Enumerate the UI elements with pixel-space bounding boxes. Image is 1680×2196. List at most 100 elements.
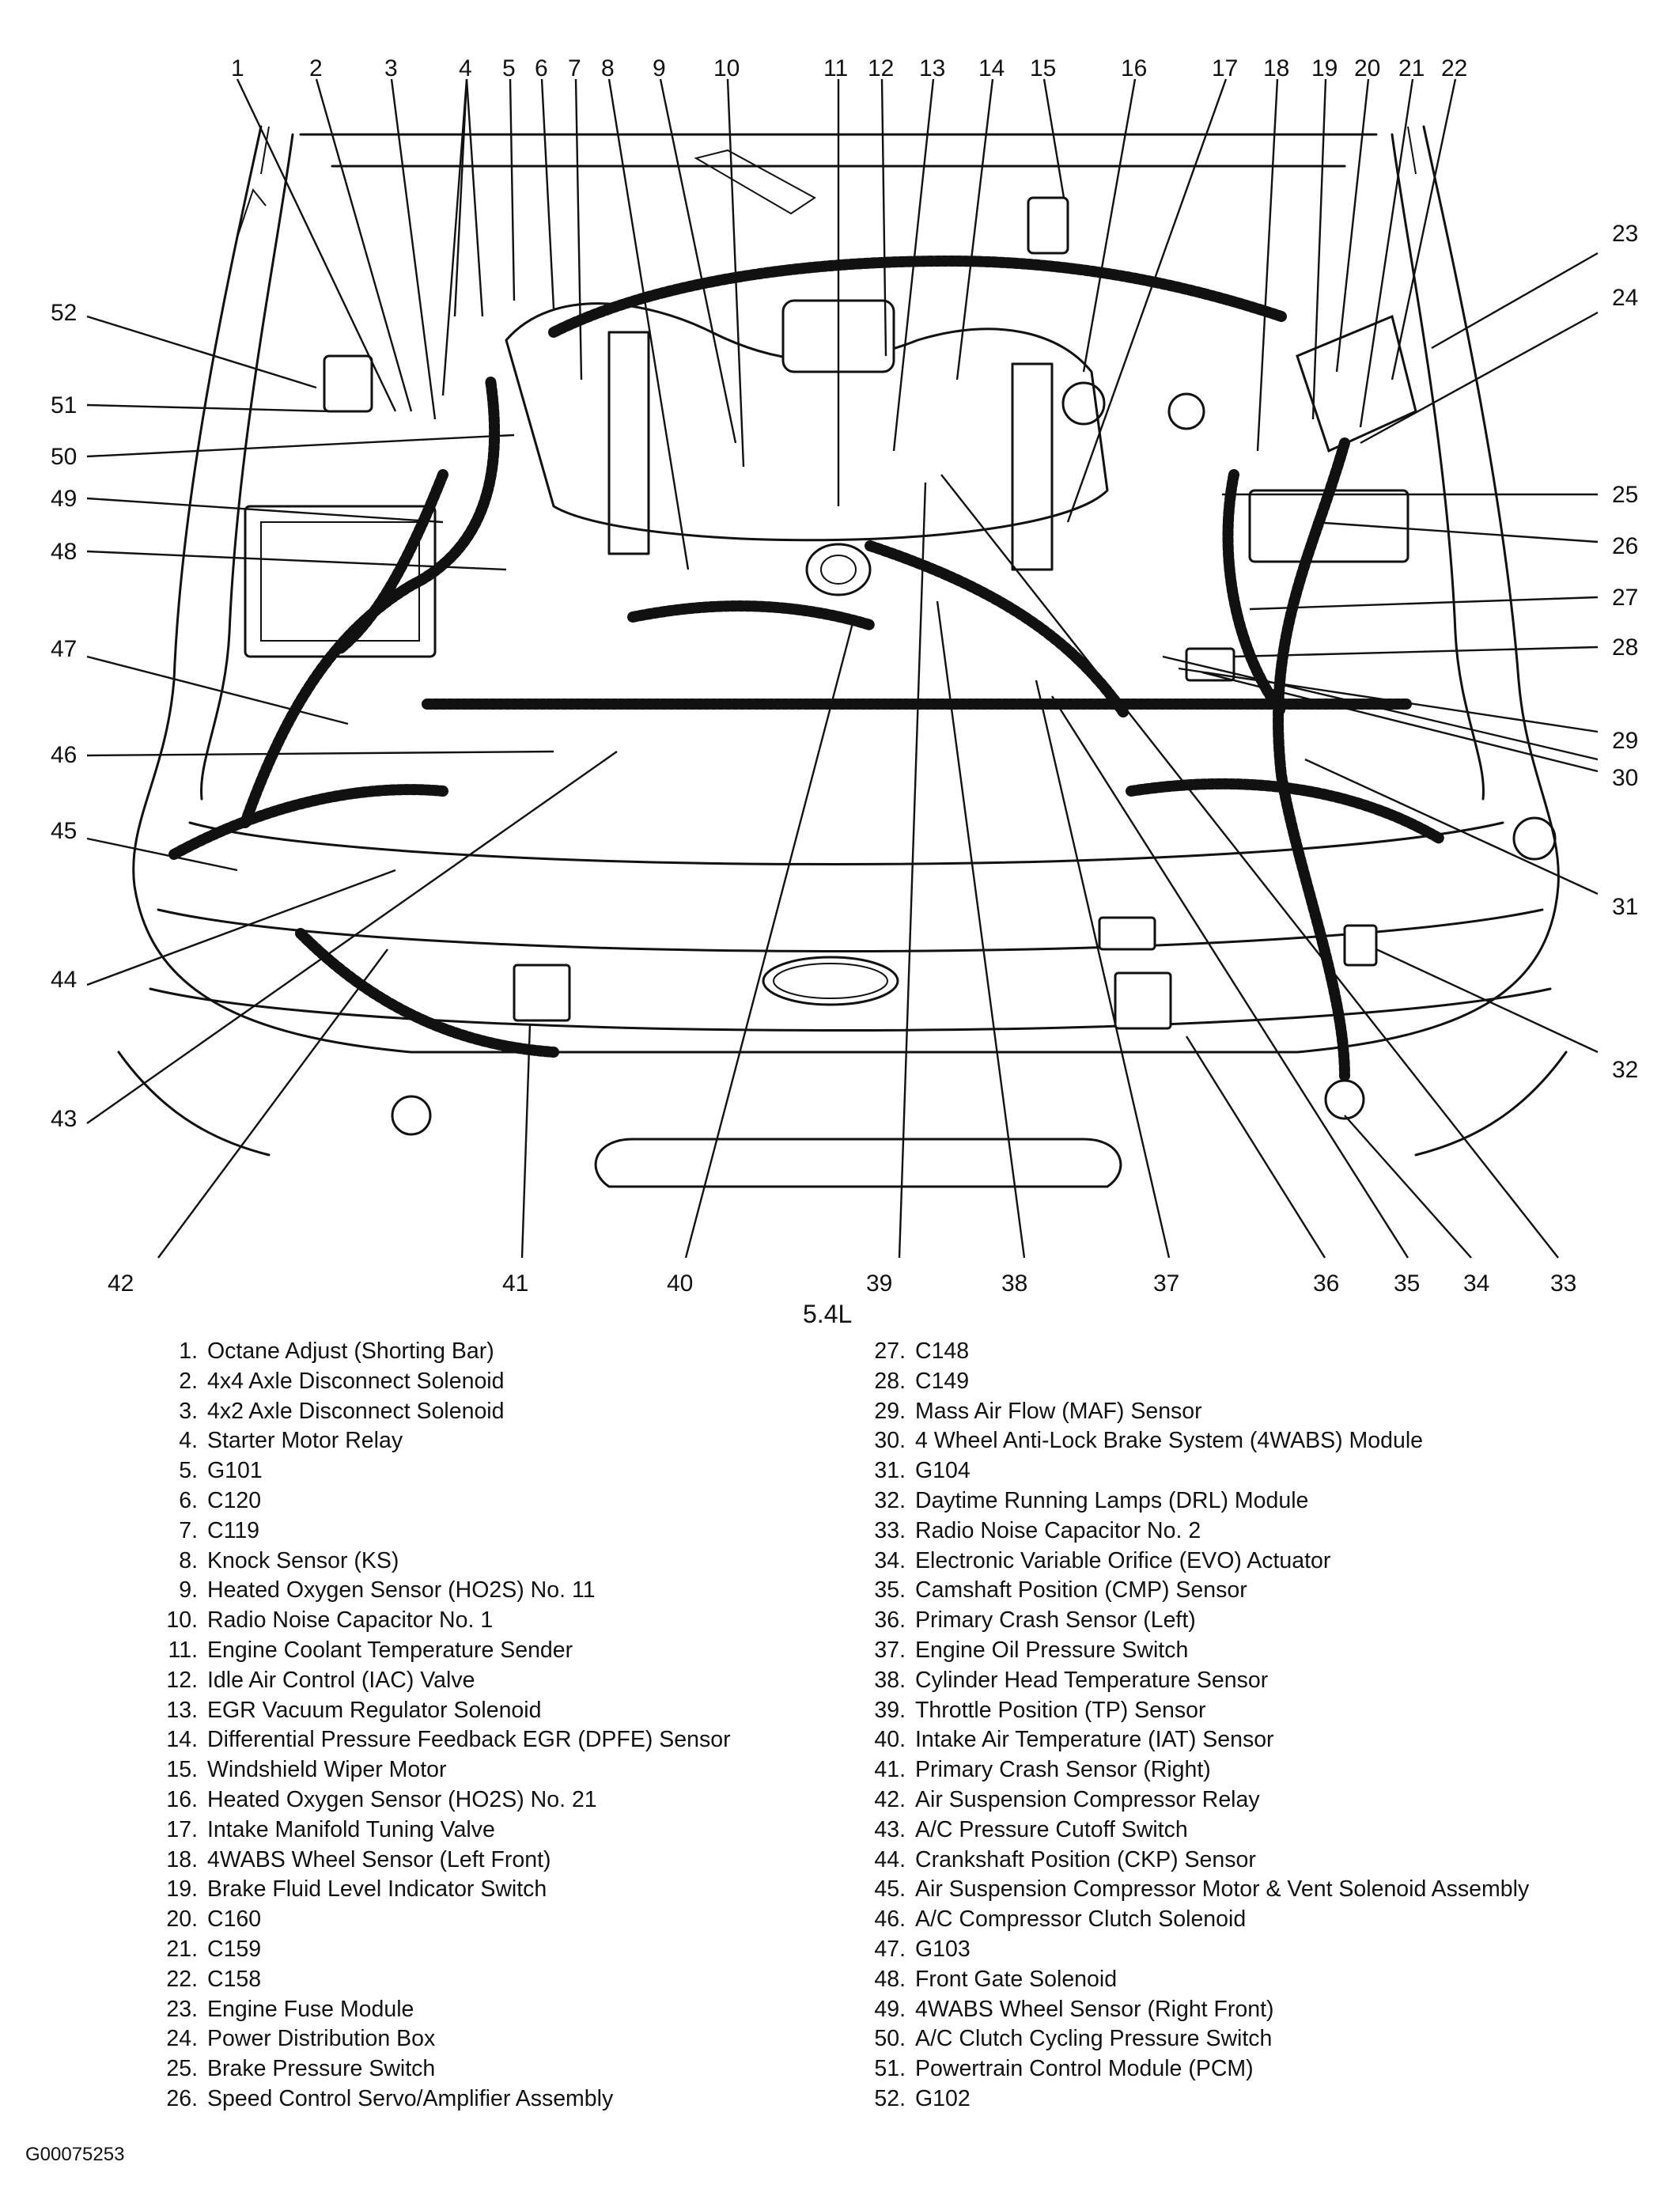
- legend-item-label: C159: [207, 1936, 262, 1962]
- legend-item: 5.G101: [150, 1456, 846, 1486]
- legend-item-number: 47.: [874, 1936, 906, 1962]
- legend-item-label: C160: [207, 1906, 262, 1933]
- callout-37: 37: [1153, 1270, 1179, 1297]
- callout-38: 38: [1001, 1270, 1027, 1297]
- legend-item-label: Intake Air Temperature (IAT) Sensor: [915, 1727, 1274, 1753]
- callout-28: 28: [1612, 634, 1638, 661]
- callout-25: 25: [1612, 482, 1638, 508]
- legend-item-label: Camshaft Position (CMP) Sensor: [915, 1577, 1247, 1603]
- legend-item-label: Brake Fluid Level Indicator Switch: [207, 1876, 547, 1903]
- legend-item-number: 34.: [874, 1547, 906, 1573]
- legend-item: 2.4x4 Axle Disconnect Solenoid: [150, 1367, 846, 1397]
- legend-item: 49.4WABS Wheel Sensor (Right Front): [858, 1995, 1657, 2025]
- legend-item: 52.G102: [858, 2084, 1657, 2115]
- legend-item: 31.G104: [858, 1456, 1657, 1486]
- legend-item: 7.C119: [150, 1516, 846, 1547]
- callout-21: 21: [1398, 55, 1425, 81]
- legend-item-label: Primary Crash Sensor (Left): [915, 1607, 1196, 1634]
- legend-item-label: Air Suspension Compressor Motor & Vent S…: [915, 1876, 1530, 1903]
- legend-item-number: 7.: [179, 1517, 198, 1543]
- legend-item: 6.C120: [150, 1486, 846, 1516]
- legend-item-label: Octane Adjust (Shorting Bar): [207, 1338, 494, 1364]
- legend-item-label: Engine Fuse Module: [207, 1996, 414, 2022]
- callout-10: 10: [713, 55, 740, 81]
- legend-item-label: Brake Pressure Switch: [207, 2056, 436, 2082]
- callout-23: 23: [1612, 221, 1638, 247]
- callout-17: 17: [1212, 55, 1238, 81]
- legend-item-label: Throttle Position (TP) Sensor: [915, 1697, 1206, 1723]
- legend-item-number: 49.: [874, 1996, 906, 2022]
- legend-item-label: Intake Manifold Tuning Valve: [207, 1816, 495, 1842]
- legend-item-number: 26.: [166, 2085, 198, 2111]
- legend-item: 11.Engine Coolant Temperature Sender: [150, 1636, 846, 1666]
- callout-15: 15: [1030, 55, 1056, 81]
- callout-14: 14: [978, 55, 1005, 81]
- legend-item-label: Daytime Running Lamps (DRL) Module: [915, 1487, 1309, 1513]
- legend-item: 42.Air Suspension Compressor Relay: [858, 1785, 1657, 1815]
- legend-item: 1.Octane Adjust (Shorting Bar): [150, 1337, 846, 1367]
- legend-item-label: Windshield Wiper Motor: [207, 1757, 447, 1783]
- callout-34: 34: [1463, 1270, 1489, 1297]
- legend-item-number: 12.: [166, 1667, 198, 1693]
- callout-27: 27: [1612, 585, 1638, 611]
- legend-item: 41. Primary Crash Sensor (Right): [858, 1755, 1657, 1785]
- callout-31: 31: [1612, 894, 1638, 920]
- legend-item-label: Heated Oxygen Sensor (HO2S) No. 21: [207, 1786, 597, 1812]
- legend-item-number: 29.: [874, 1398, 906, 1424]
- legend-item-label: C120: [207, 1487, 262, 1513]
- legend-item-number: 28.: [874, 1368, 906, 1394]
- legend-item-label: A/C Clutch Cycling Pressure Switch: [915, 2026, 1273, 2052]
- callout-29: 29: [1612, 728, 1638, 754]
- legend-item: 8.Knock Sensor (KS): [150, 1547, 846, 1577]
- callout-12: 12: [868, 55, 894, 81]
- legend-item-number: 44.: [874, 1846, 906, 1872]
- callout-19: 19: [1311, 55, 1338, 81]
- legend-item-label: Radio Noise Capacitor No. 2: [915, 1517, 1201, 1543]
- legend-item-label: Primary Crash Sensor (Right): [915, 1757, 1211, 1783]
- legend-item-number: 41.: [874, 1757, 906, 1783]
- legend-item-label: 4 Wheel Anti-Lock Brake System (4WABS) M…: [915, 1428, 1424, 1454]
- legend-item: 46.A/C Compressor Clutch Solenoid: [858, 1905, 1657, 1935]
- legend-item-number: 36.: [874, 1607, 906, 1634]
- callout-41: 41: [502, 1270, 528, 1297]
- legend-item-number: 16.: [166, 1786, 198, 1812]
- legend-item: 26.Speed Control Servo/Amplifier Assembl…: [150, 2084, 846, 2115]
- legend-item: 32.Daytime Running Lamps (DRL) Module: [858, 1486, 1657, 1516]
- legend-item-label: G103: [915, 1936, 971, 1962]
- legend-item-number: 21.: [166, 1936, 198, 1962]
- legend-item: 14.Differential Pressure Feedback EGR (D…: [150, 1725, 846, 1755]
- callout-4: 4: [459, 55, 472, 81]
- legend-item-number: 51.: [874, 2056, 906, 2082]
- legend-item-number: 30.: [874, 1428, 906, 1454]
- legend-item: 43.A/C Pressure Cutoff Switch: [858, 1815, 1657, 1846]
- callout-48: 48: [51, 539, 77, 565]
- callout-numbers: 1 2 3 4 5 6 7 8 9 10 11 12 13 14 15 16 1…: [51, 55, 1638, 1328]
- legend-item: 30. 4 Wheel Anti-Lock Brake System (4WABS…: [858, 1426, 1657, 1456]
- legend-item: 18. 4WABS Wheel Sensor (Left Front): [150, 1846, 846, 1876]
- callout-9: 9: [653, 55, 666, 81]
- legend-item-number: 15.: [166, 1757, 198, 1783]
- legend-item-label: 4WABS Wheel Sensor (Left Front): [207, 1846, 551, 1872]
- legend-item-number: 18.: [166, 1846, 198, 1872]
- legend-item-label: Powertrain Control Module (PCM): [915, 2056, 1254, 2082]
- callout-39: 39: [866, 1270, 892, 1297]
- legend-item-number: 23.: [166, 1996, 198, 2022]
- legend-item-number: 10.: [166, 1607, 198, 1634]
- legend-item-number: 13.: [166, 1697, 198, 1723]
- legend-item-number: 5.: [179, 1458, 198, 1484]
- legend-item: 21. C159: [150, 1935, 846, 1965]
- legend-item: 33.Radio Noise Capacitor No. 2: [858, 1516, 1657, 1547]
- callout-36: 36: [1313, 1270, 1339, 1297]
- legend-item-label: Radio Noise Capacitor No. 1: [207, 1607, 494, 1634]
- callout-leaders: [86, 78, 1599, 1259]
- callout-18: 18: [1263, 55, 1289, 81]
- legend-item-label: Idle Air Control (IAC) Valve: [207, 1667, 475, 1693]
- callout-46: 46: [51, 742, 77, 768]
- callout-42: 42: [108, 1270, 134, 1297]
- callout-50: 50: [51, 444, 77, 470]
- legend-item-label: Heated Oxygen Sensor (HO2S) No. 11: [207, 1577, 596, 1603]
- callout-49: 49: [51, 486, 77, 512]
- legend-item-number: 19.: [166, 1876, 198, 1903]
- legend-item-label: Cylinder Head Temperature Sensor: [915, 1667, 1269, 1693]
- legend-item-number: 50.: [874, 2026, 906, 2052]
